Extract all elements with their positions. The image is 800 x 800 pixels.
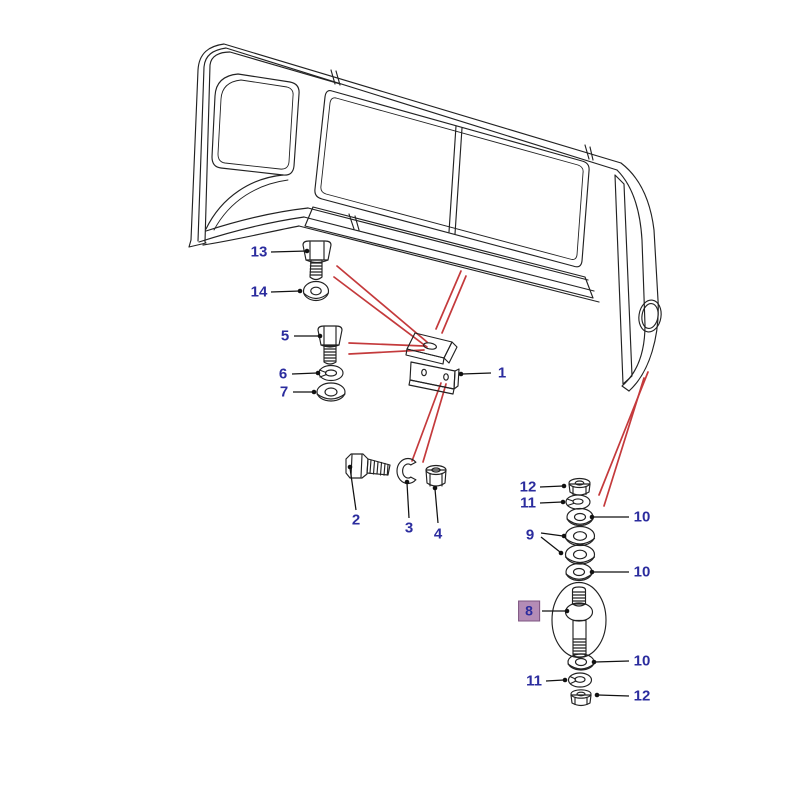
panel-inner-corner-line xyxy=(204,51,341,243)
part-label-8-selected[interactable]: 8 xyxy=(518,600,540,622)
sill-curve-3 xyxy=(202,225,300,246)
end-cap-slot-inner xyxy=(641,303,659,329)
washer-9-upper xyxy=(564,525,596,547)
part-7-flat-washer xyxy=(316,382,346,402)
sill-line-3 xyxy=(298,225,600,303)
window-mullion xyxy=(448,125,463,235)
sill-line-1 xyxy=(307,207,589,281)
rail-seam xyxy=(330,69,341,86)
callout-line xyxy=(348,342,425,347)
callout-line xyxy=(441,275,467,334)
window-opening xyxy=(314,90,590,268)
end-cap-outer xyxy=(620,162,659,392)
nut-12-top xyxy=(568,477,591,496)
spring-washer-11-top xyxy=(565,494,591,510)
part-label-10-top: 10 xyxy=(633,508,651,526)
panel-drawing xyxy=(188,43,662,392)
part-label-12-top: 12 xyxy=(519,478,537,496)
end-cap-slot xyxy=(638,299,662,333)
callout-line xyxy=(435,270,462,330)
part-label-14: 14 xyxy=(250,283,268,301)
part-2-hex-bolt xyxy=(345,453,391,479)
sill-curve-2 xyxy=(198,216,305,243)
part-label-1: 1 xyxy=(497,364,507,382)
part-14-flat-washer xyxy=(302,280,330,302)
hardware-parts xyxy=(302,240,607,707)
washer-10-top xyxy=(566,507,594,527)
part-label-11-bottom: 11 xyxy=(526,672,542,690)
washer-10-mid xyxy=(565,562,593,582)
part-4-hex-nut xyxy=(425,464,447,487)
part-label-5: 5 xyxy=(280,327,290,345)
sill-curve-1 xyxy=(205,207,309,232)
callout-line xyxy=(422,383,447,463)
part-13-hex-bolt xyxy=(302,240,332,281)
callout-line xyxy=(336,265,428,343)
callout-line xyxy=(333,276,428,348)
nut-12-bottom xyxy=(570,689,592,707)
rail-seam-right xyxy=(584,144,594,161)
part-label-10-bottom: 10 xyxy=(633,652,651,670)
part-label-7: 7 xyxy=(279,383,289,401)
sill-hatching xyxy=(304,206,594,299)
pillar-foot xyxy=(188,239,207,248)
part-label-2: 2 xyxy=(351,511,361,529)
part-label-4: 4 xyxy=(433,525,443,543)
part-label-12-bottom: 12 xyxy=(633,687,651,705)
red-callout-lines xyxy=(333,265,649,507)
sill-line-2 xyxy=(303,216,595,292)
callout-line xyxy=(603,377,645,507)
end-cap-inner xyxy=(616,169,646,392)
part-6-spring-washer xyxy=(318,364,344,382)
part-label-11-top: 11 xyxy=(520,494,536,512)
part-label-9: 9 xyxy=(525,526,535,544)
sill-seam xyxy=(348,213,360,231)
part-5-hex-bolt xyxy=(317,325,343,365)
washer-9-lower xyxy=(564,544,596,565)
part-8-stud xyxy=(551,581,607,659)
spring-washer-11-bottom xyxy=(567,672,593,688)
quarter-panel-contour xyxy=(205,174,284,230)
quarter-panel-contour-inner xyxy=(213,179,289,231)
window-opening-inner xyxy=(320,97,584,260)
part-label-3: 3 xyxy=(404,519,414,537)
part-label-6: 6 xyxy=(278,365,288,383)
part-label-10-mid: 10 xyxy=(633,563,651,581)
part-3-spring-washer xyxy=(396,457,417,485)
quarter-window xyxy=(211,73,300,176)
part-1-mounting-bracket xyxy=(405,332,460,395)
quarter-window-inner xyxy=(217,79,294,170)
panel-outer-edge xyxy=(190,43,622,241)
part-label-13: 13 xyxy=(250,243,268,261)
callout-line xyxy=(411,382,442,462)
panel-second-edge xyxy=(197,47,618,242)
pillar-hatching xyxy=(614,174,633,385)
label-leader-lines xyxy=(270,248,630,698)
